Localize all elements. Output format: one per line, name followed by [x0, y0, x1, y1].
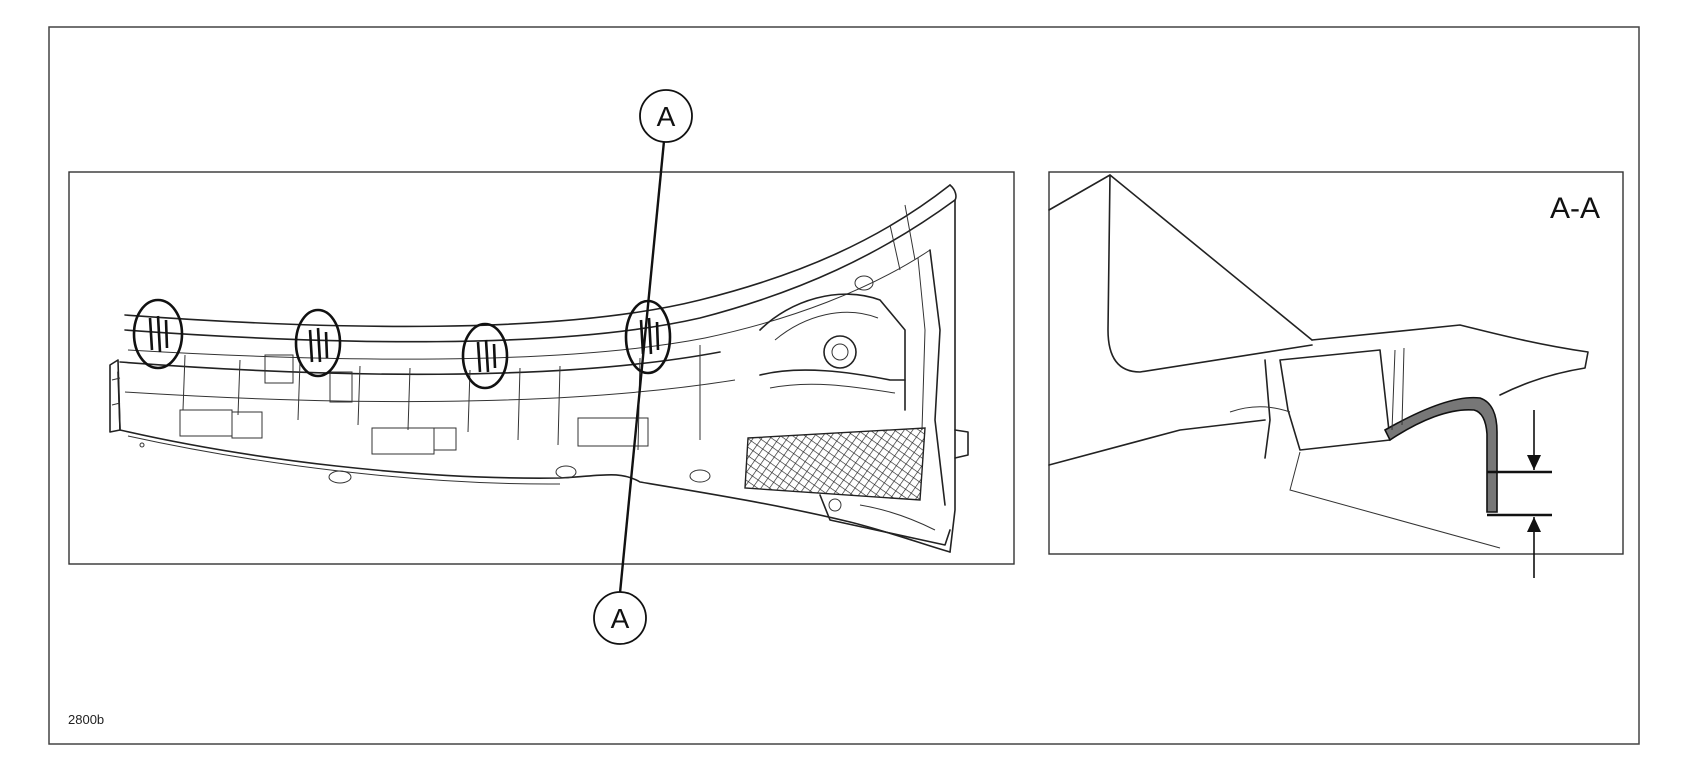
section-view-title: A-A: [1550, 192, 1600, 225]
overview-panel-border: [68, 171, 1015, 565]
section-cut-line: [618, 140, 666, 594]
clip-profile: [1383, 396, 1498, 513]
clip-callout: [461, 322, 509, 390]
section-callout-bottom-circle: [593, 591, 647, 645]
figure-code: 2800b: [68, 712, 104, 727]
section-line: A A: [593, 89, 693, 645]
outer-frame: [48, 26, 1640, 745]
cowl-trim-part: [109, 184, 969, 553]
section-profile: [1048, 174, 1589, 578]
clip-callout: [294, 308, 342, 378]
section-view-border: [1048, 171, 1624, 555]
overview-panel: [68, 171, 1015, 565]
section-callout-top-circle: [639, 89, 693, 143]
section-callout-bottom-label: A: [611, 603, 630, 634]
clip-callout: [132, 298, 184, 370]
section-view-panel: A-A: [1048, 171, 1624, 578]
mesh-grille: [744, 427, 926, 501]
section-callout-top-label: A: [657, 101, 676, 132]
